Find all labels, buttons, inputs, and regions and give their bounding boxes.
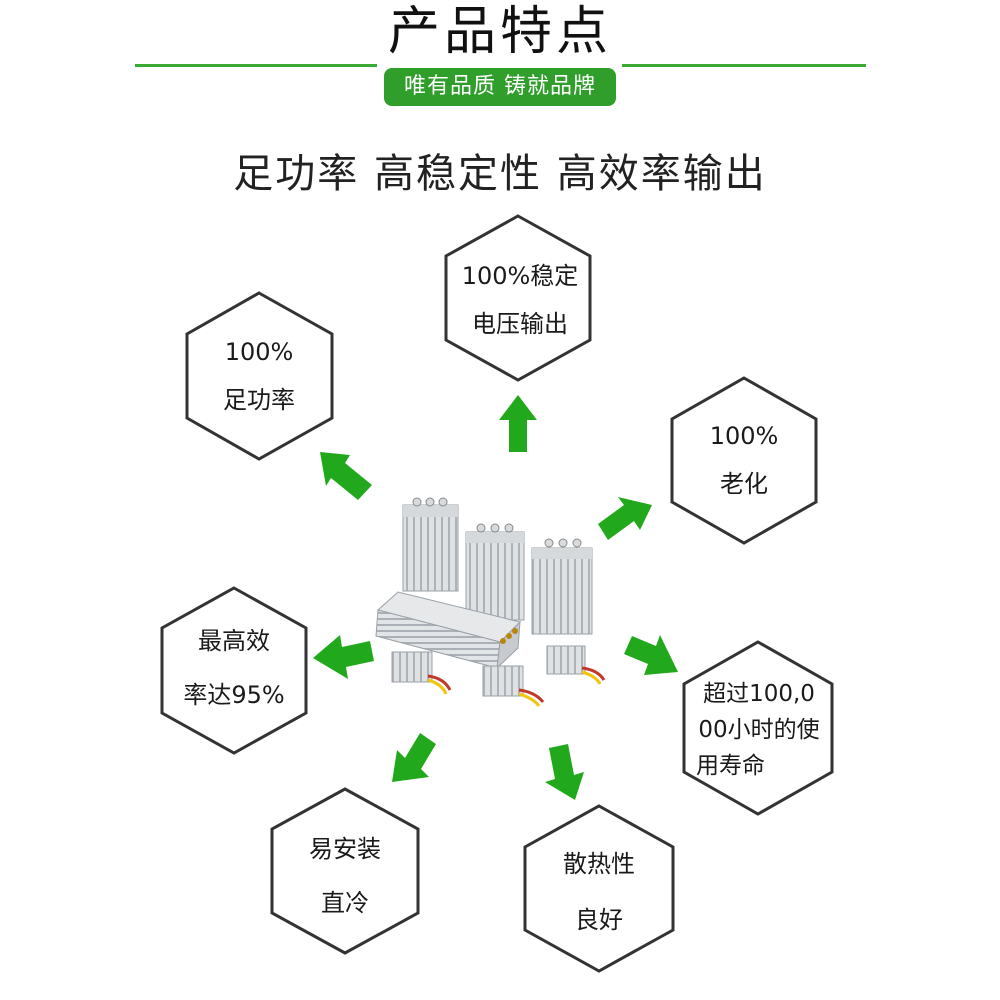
feature-easy-install-line2: 直冷 bbox=[321, 889, 369, 917]
feature-heat-dissipation-line2: 良好 bbox=[575, 906, 623, 934]
feature-heat-dissipation-line1: 散热性 bbox=[563, 850, 635, 878]
arrow-right-icon bbox=[624, 635, 678, 675]
feature-service-life-line3: 用寿命 bbox=[696, 753, 765, 779]
feature-rated-power-line2: 足功率 bbox=[223, 386, 295, 414]
hexagon-efficiency bbox=[160, 586, 308, 755]
product-image bbox=[375, 497, 606, 707]
arrow-up-right-icon bbox=[598, 497, 652, 540]
feature-heat-dissipation: 散热性 良好 bbox=[530, 836, 668, 948]
feature-easy-install-line1: 易安装 bbox=[309, 835, 381, 863]
page-title: 产品特点 bbox=[387, 2, 612, 62]
feature-service-life: 超过100,0 00小时的使 用寿命 bbox=[690, 676, 828, 784]
hexagon-easy-install bbox=[270, 787, 420, 955]
hexagon-service-life bbox=[682, 640, 834, 816]
hexagon-aging-test bbox=[670, 376, 818, 545]
hexagon-heat-dissipation bbox=[523, 804, 675, 973]
feature-aging-test-line2: 老化 bbox=[720, 470, 768, 498]
arrow-down-right-icon bbox=[545, 744, 584, 800]
hexagon-rated-power bbox=[185, 291, 334, 461]
slogan-badge: 唯有品质 铸就品牌 bbox=[384, 68, 616, 106]
feature-service-life-line1: 超过100,0 bbox=[703, 681, 815, 707]
feature-subtitle: 足功率 高稳定性 高效率输出 bbox=[233, 151, 767, 197]
hexagon-stable-voltage bbox=[444, 214, 592, 382]
feature-efficiency: 最高效 率达95% bbox=[166, 614, 302, 722]
arrow-up-icon bbox=[499, 395, 537, 452]
feature-aging-test-line1: 100% bbox=[709, 422, 779, 450]
feature-rated-power: 100% 足功率 bbox=[192, 328, 326, 424]
feature-service-life-line2: 00小时的使 bbox=[698, 717, 820, 743]
header-divider-left bbox=[135, 64, 377, 67]
header-divider-right bbox=[622, 64, 866, 67]
arrow-up-left-icon bbox=[320, 452, 372, 500]
feature-easy-install: 易安装 直冷 bbox=[276, 822, 414, 930]
feature-aging-test: 100% 老化 bbox=[676, 412, 812, 508]
feature-stable-voltage: 100%稳定 电压输出 bbox=[450, 252, 590, 348]
feature-stable-voltage-line1: 100%稳定 bbox=[461, 262, 579, 290]
feature-efficiency-line2: 率达95% bbox=[183, 681, 285, 709]
feature-efficiency-line1: 最高效 bbox=[198, 627, 270, 655]
feature-stable-voltage-line2: 电压输出 bbox=[472, 310, 568, 338]
feature-rated-power-line1: 100% bbox=[224, 338, 294, 366]
arrow-down-left-icon bbox=[392, 733, 436, 782]
arrow-left-icon bbox=[313, 635, 374, 679]
